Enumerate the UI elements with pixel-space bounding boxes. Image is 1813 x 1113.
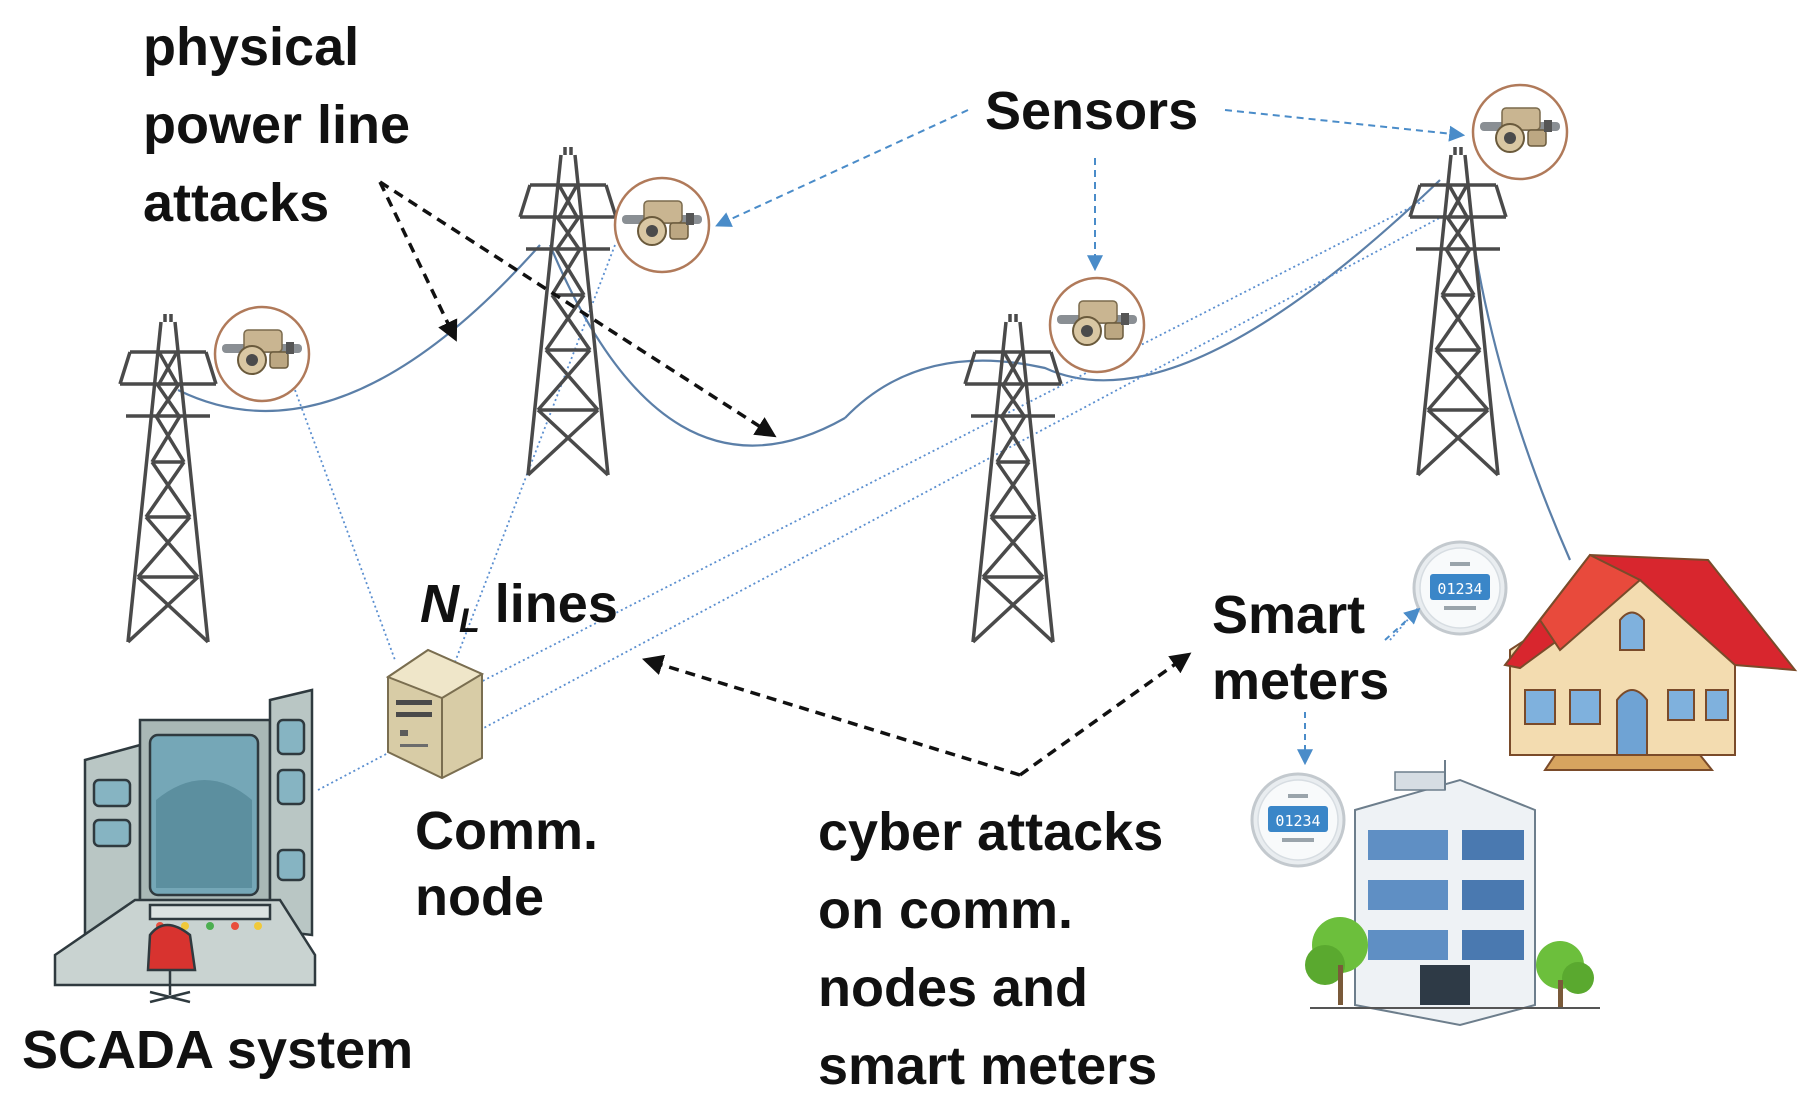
scada-console-icon [53,688,317,1004]
office-building-icon [1305,760,1600,1027]
cyber-attacks-label: cyber attacks on comm. nodes and smart m… [818,802,1164,1096]
transmission-tower-icon [118,312,218,644]
comm-link-4 [479,214,1446,731]
smart-meters-label: Smart meters [1212,585,1390,711]
meter-arrows [1297,607,1421,766]
meter-display-2: 01234 [1275,812,1320,830]
sensors-label: Sensors [985,81,1199,141]
sensor-arrows [715,109,1466,272]
cyber-attack-arrow-1 [641,654,1021,777]
power-line-4 [1473,249,1572,561]
smart-meter-icon: 01234 [1250,772,1346,868]
transmission-tower-icon [518,145,618,477]
line-sensor-icon [1471,83,1569,181]
line-sensor-icon [213,305,311,403]
attack-arrows [378,180,1192,777]
power-line-3 [844,179,1441,419]
line-sensor-icon [613,176,711,274]
cyber-attack-arrow-2 [1018,652,1192,777]
physical-attacks-label: physical power line attacks [143,17,411,233]
line-sensor-icon [1048,276,1146,374]
comm-node-label: Comm. node [415,801,599,927]
nl-lines-label: NL lines [420,574,618,640]
comm-link-1 [294,389,396,661]
house-icon [1503,553,1798,771]
physical-attack-arrow-1 [378,181,458,342]
comm-link-5 [317,751,391,791]
physical-attack-arrow-2 [379,180,777,438]
meter-display-1: 01234 [1437,580,1482,598]
scada-system-label: SCADA system [22,1020,414,1080]
smart-meter-icon: 01234 [1412,540,1508,636]
server-icon [385,648,485,780]
power-line-1 [177,244,541,413]
